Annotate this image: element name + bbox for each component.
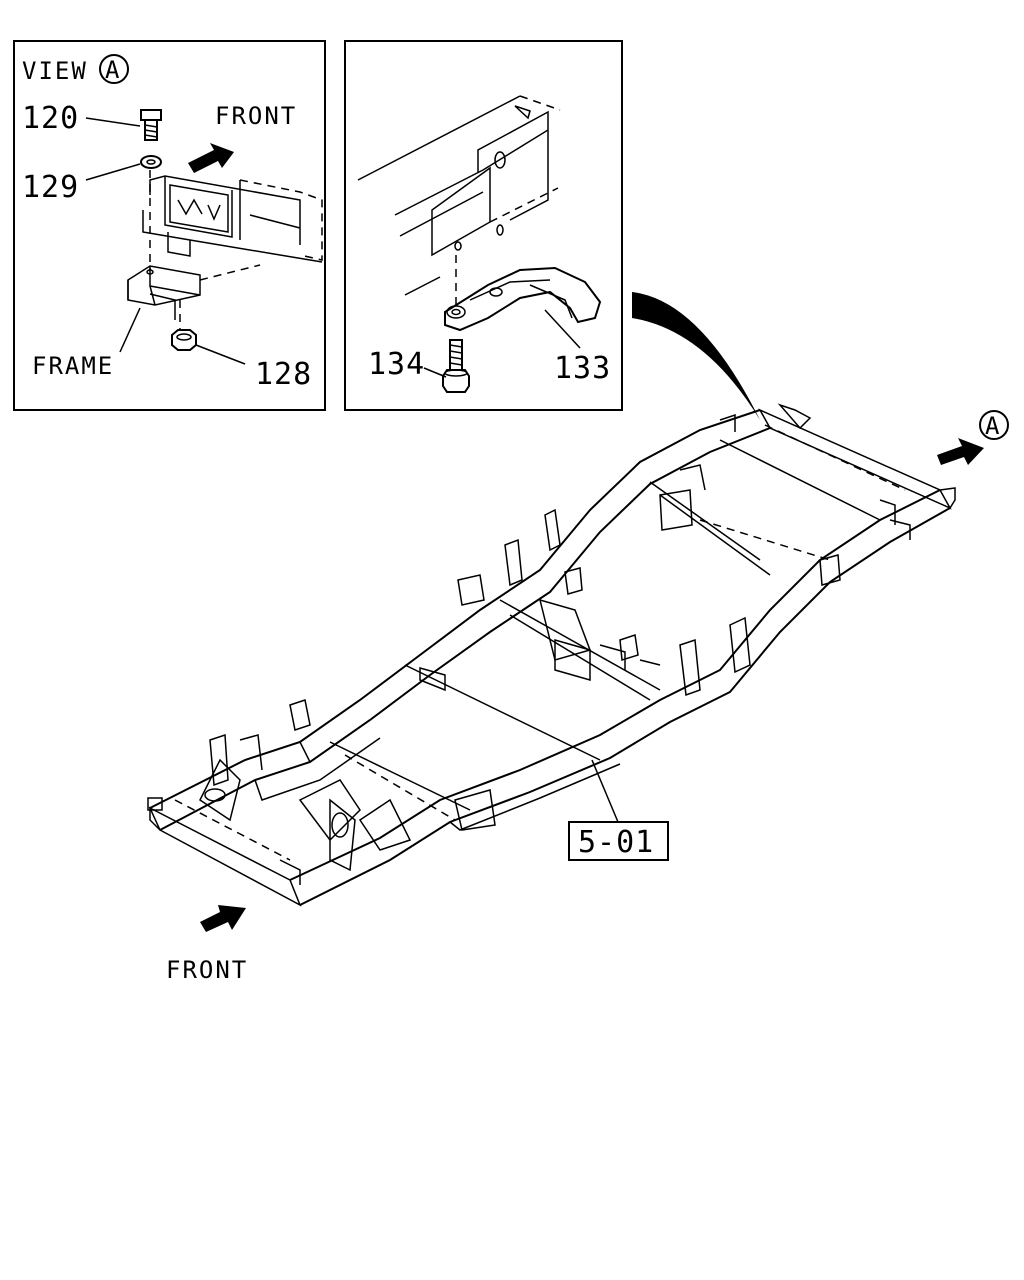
callout-133: 133 — [554, 351, 611, 386]
ladder-frame — [147, 403, 956, 907]
frame-label: FRAME — [32, 352, 114, 380]
main-front-arrow-icon — [200, 905, 246, 932]
detail-pointer-icon — [632, 292, 760, 420]
washer-129 — [140, 155, 162, 169]
reference-leader — [591, 759, 619, 823]
nut-128 — [171, 329, 197, 351]
bolt-120 — [140, 109, 162, 141]
view-a-panel-border — [13, 40, 326, 411]
view-a-panel: VIEW A FRONT 120 129 — [13, 40, 326, 411]
view-a-front-label: FRONT — [215, 102, 297, 130]
frame-rail-section — [357, 95, 561, 296]
view-a-bracket — [127, 170, 323, 330]
reference-box — [568, 821, 669, 861]
view-a-title: VIEW — [22, 57, 88, 85]
callout-129: 129 — [22, 170, 79, 205]
front-arrow-icon — [188, 143, 234, 173]
bracket-133 — [444, 266, 602, 332]
main-view-a-marker-circle — [979, 410, 1009, 440]
view-a-arrow-icon — [937, 438, 984, 465]
main-view-a-marker: A — [985, 412, 1001, 440]
callout-134: 134 — [368, 347, 425, 382]
reference-box-label: 5-01 — [578, 825, 654, 860]
callout-128: 128 — [255, 357, 312, 392]
view-a-marker-circle — [99, 54, 129, 84]
bolt-134 — [442, 339, 470, 393]
main-front-label: FRONT — [166, 956, 248, 984]
callout-120: 120 — [22, 101, 79, 136]
bracket-panel-border — [344, 40, 623, 411]
bracket-detail-panel: 134 133 — [344, 40, 623, 411]
view-a-marker: A — [105, 56, 121, 84]
